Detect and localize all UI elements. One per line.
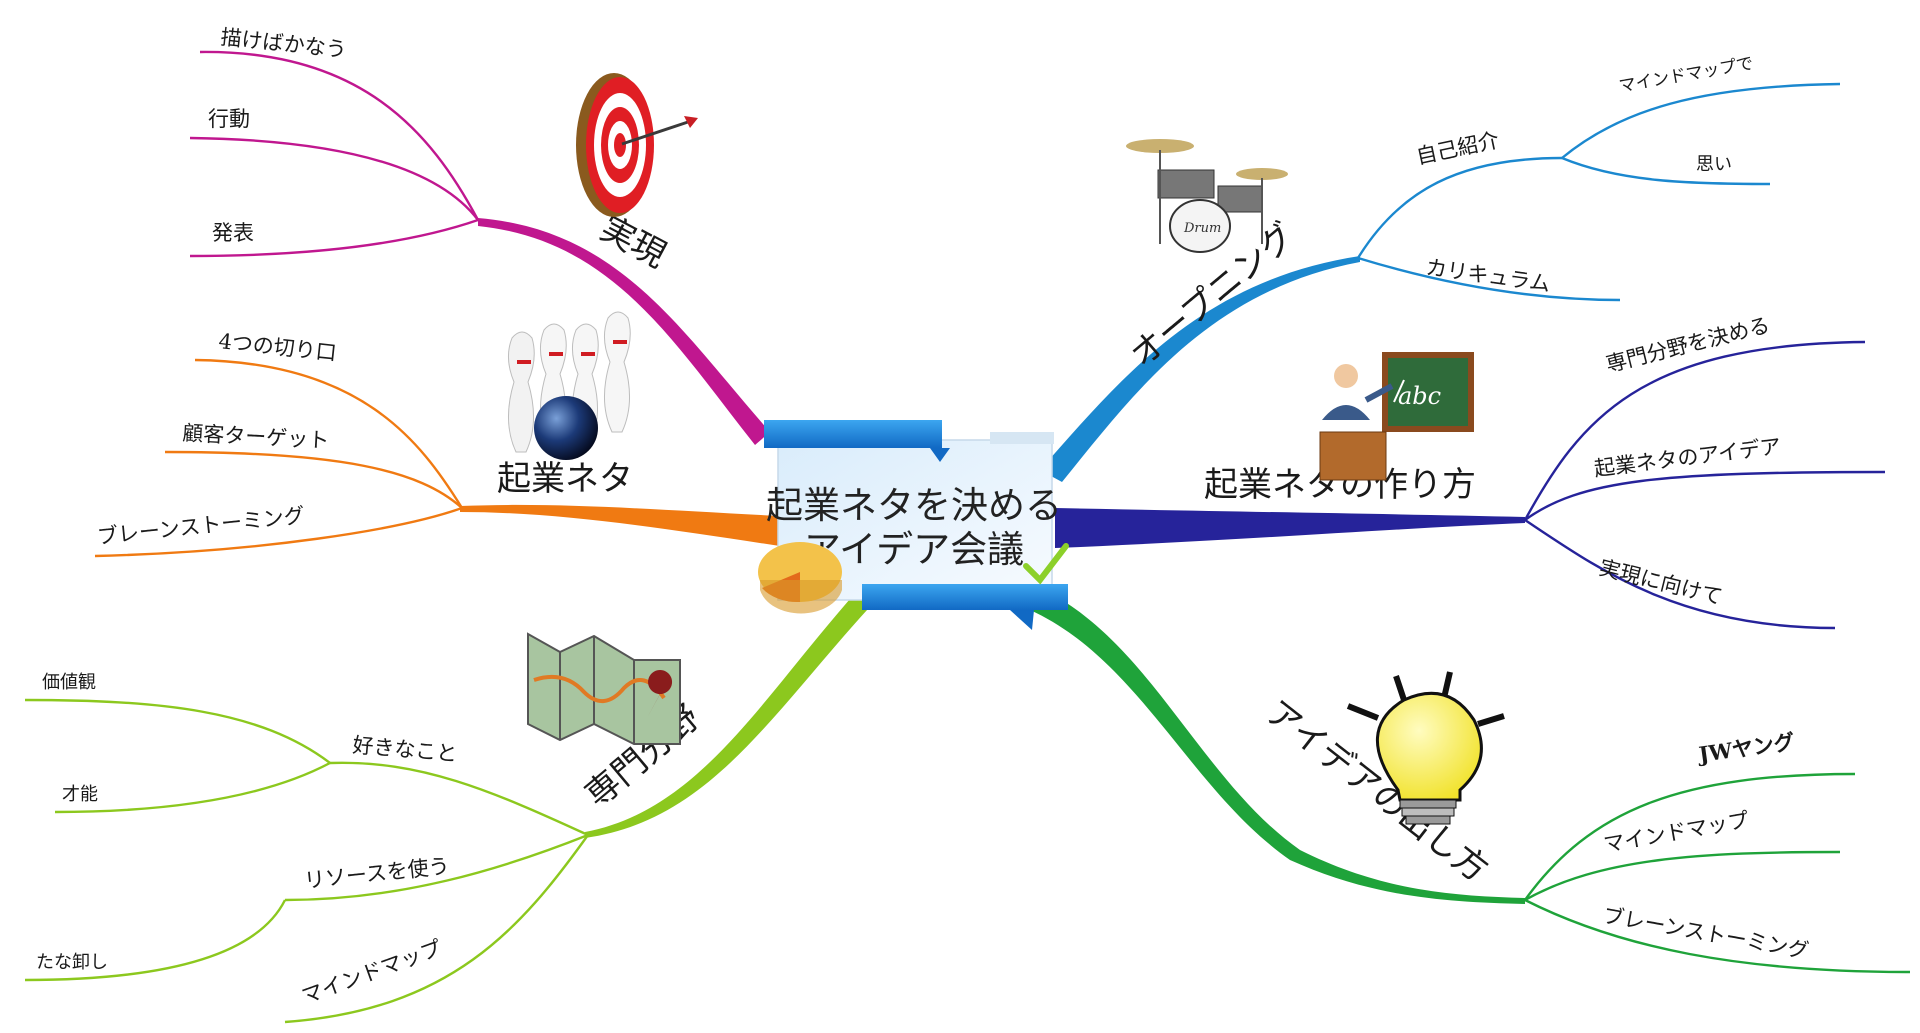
sub-senmon-like[interactable]: 好きなこと [352,733,459,766]
bowling-icon [507,311,631,460]
tsukurikata-sub-lines [1523,340,1886,630]
svg-text:Drum: Drum [1183,221,1221,236]
leaf-kigyoneta-1[interactable]: 顧客ターゲット [182,421,330,453]
center-node[interactable]: 起業ネタを決める アイデア会議 [758,420,1069,630]
leaf-senmon-like-1[interactable]: 才能 [62,784,98,805]
drum-icon: Drum [1126,139,1288,253]
leaf-opening-intro-1[interactable]: 思い [1696,154,1732,175]
leaf-jitsugen-1[interactable]: 行動 [208,107,250,131]
leaf-jitsugen-0[interactable]: 描けばかなう [219,25,347,62]
blackboard-text: abc [1398,382,1441,410]
leaf-kigyoneta-0[interactable]: 4つの切り口 [217,329,337,365]
opening-sub-lines [1356,82,1841,302]
main-branches [460,218,1525,904]
sub-opening-curriculum[interactable]: カリキュラム [1424,255,1551,296]
branch-kigyoneta-line [460,504,780,546]
ribbon-tab-bottom [1010,610,1034,630]
lightbulb-icon [1346,671,1505,825]
center-title-line2: アイデア会議 [804,528,1024,571]
branch-jitsugen-line [478,218,770,445]
pie-chart-icon [758,542,842,614]
target-icon [576,73,698,217]
jitsugen-sub-lines [189,50,480,258]
sub-senmon-mindmap[interactable]: マインドマップ [299,936,445,1009]
leaf-tsukurikata-2[interactable]: 実現に向けて [1597,556,1725,610]
branch-opening-line [1040,256,1360,482]
branch-tsukurikata-line [1055,508,1525,548]
teacher-icon: abc [1319,352,1474,481]
leaf-senmon-like-0[interactable]: 価値観 [42,672,96,693]
check-icon [1023,543,1069,585]
sub-opening-intro[interactable]: 自己紹介 [1414,128,1501,169]
leaf-senmon-resource-0[interactable]: たな卸し [36,952,108,973]
map-icon [527,632,681,745]
branch-senmon-line [585,590,878,838]
senmon-sub-lines [24,698,589,1024]
center-ribbon-top [764,420,942,448]
leaf-jitsugen-2[interactable]: 発表 [212,221,254,245]
sub-branches [24,50,1911,1024]
kigyoneta-sub-lines [94,358,464,558]
ribbon-fold [990,432,1054,444]
center-title-line1: 起業ネタを決める [766,484,1062,527]
leaf-kigyoneta-2[interactable]: ブレーンストーミング [96,503,306,549]
leaf-idea-2[interactable]: ブレーンストーミング [1601,903,1811,963]
idea-sub-lines [1524,772,1911,974]
branch-label-kigyoneta[interactable]: 起業ネタ [497,459,633,499]
leaf-idea-0[interactable]: JWヤング [1695,729,1796,767]
ribbon-tab-top [930,448,950,462]
branch-idea-line [1030,588,1525,904]
sub-senmon-resource[interactable]: リソースを使う [303,854,451,893]
center-ribbon-bottom [862,584,1068,610]
